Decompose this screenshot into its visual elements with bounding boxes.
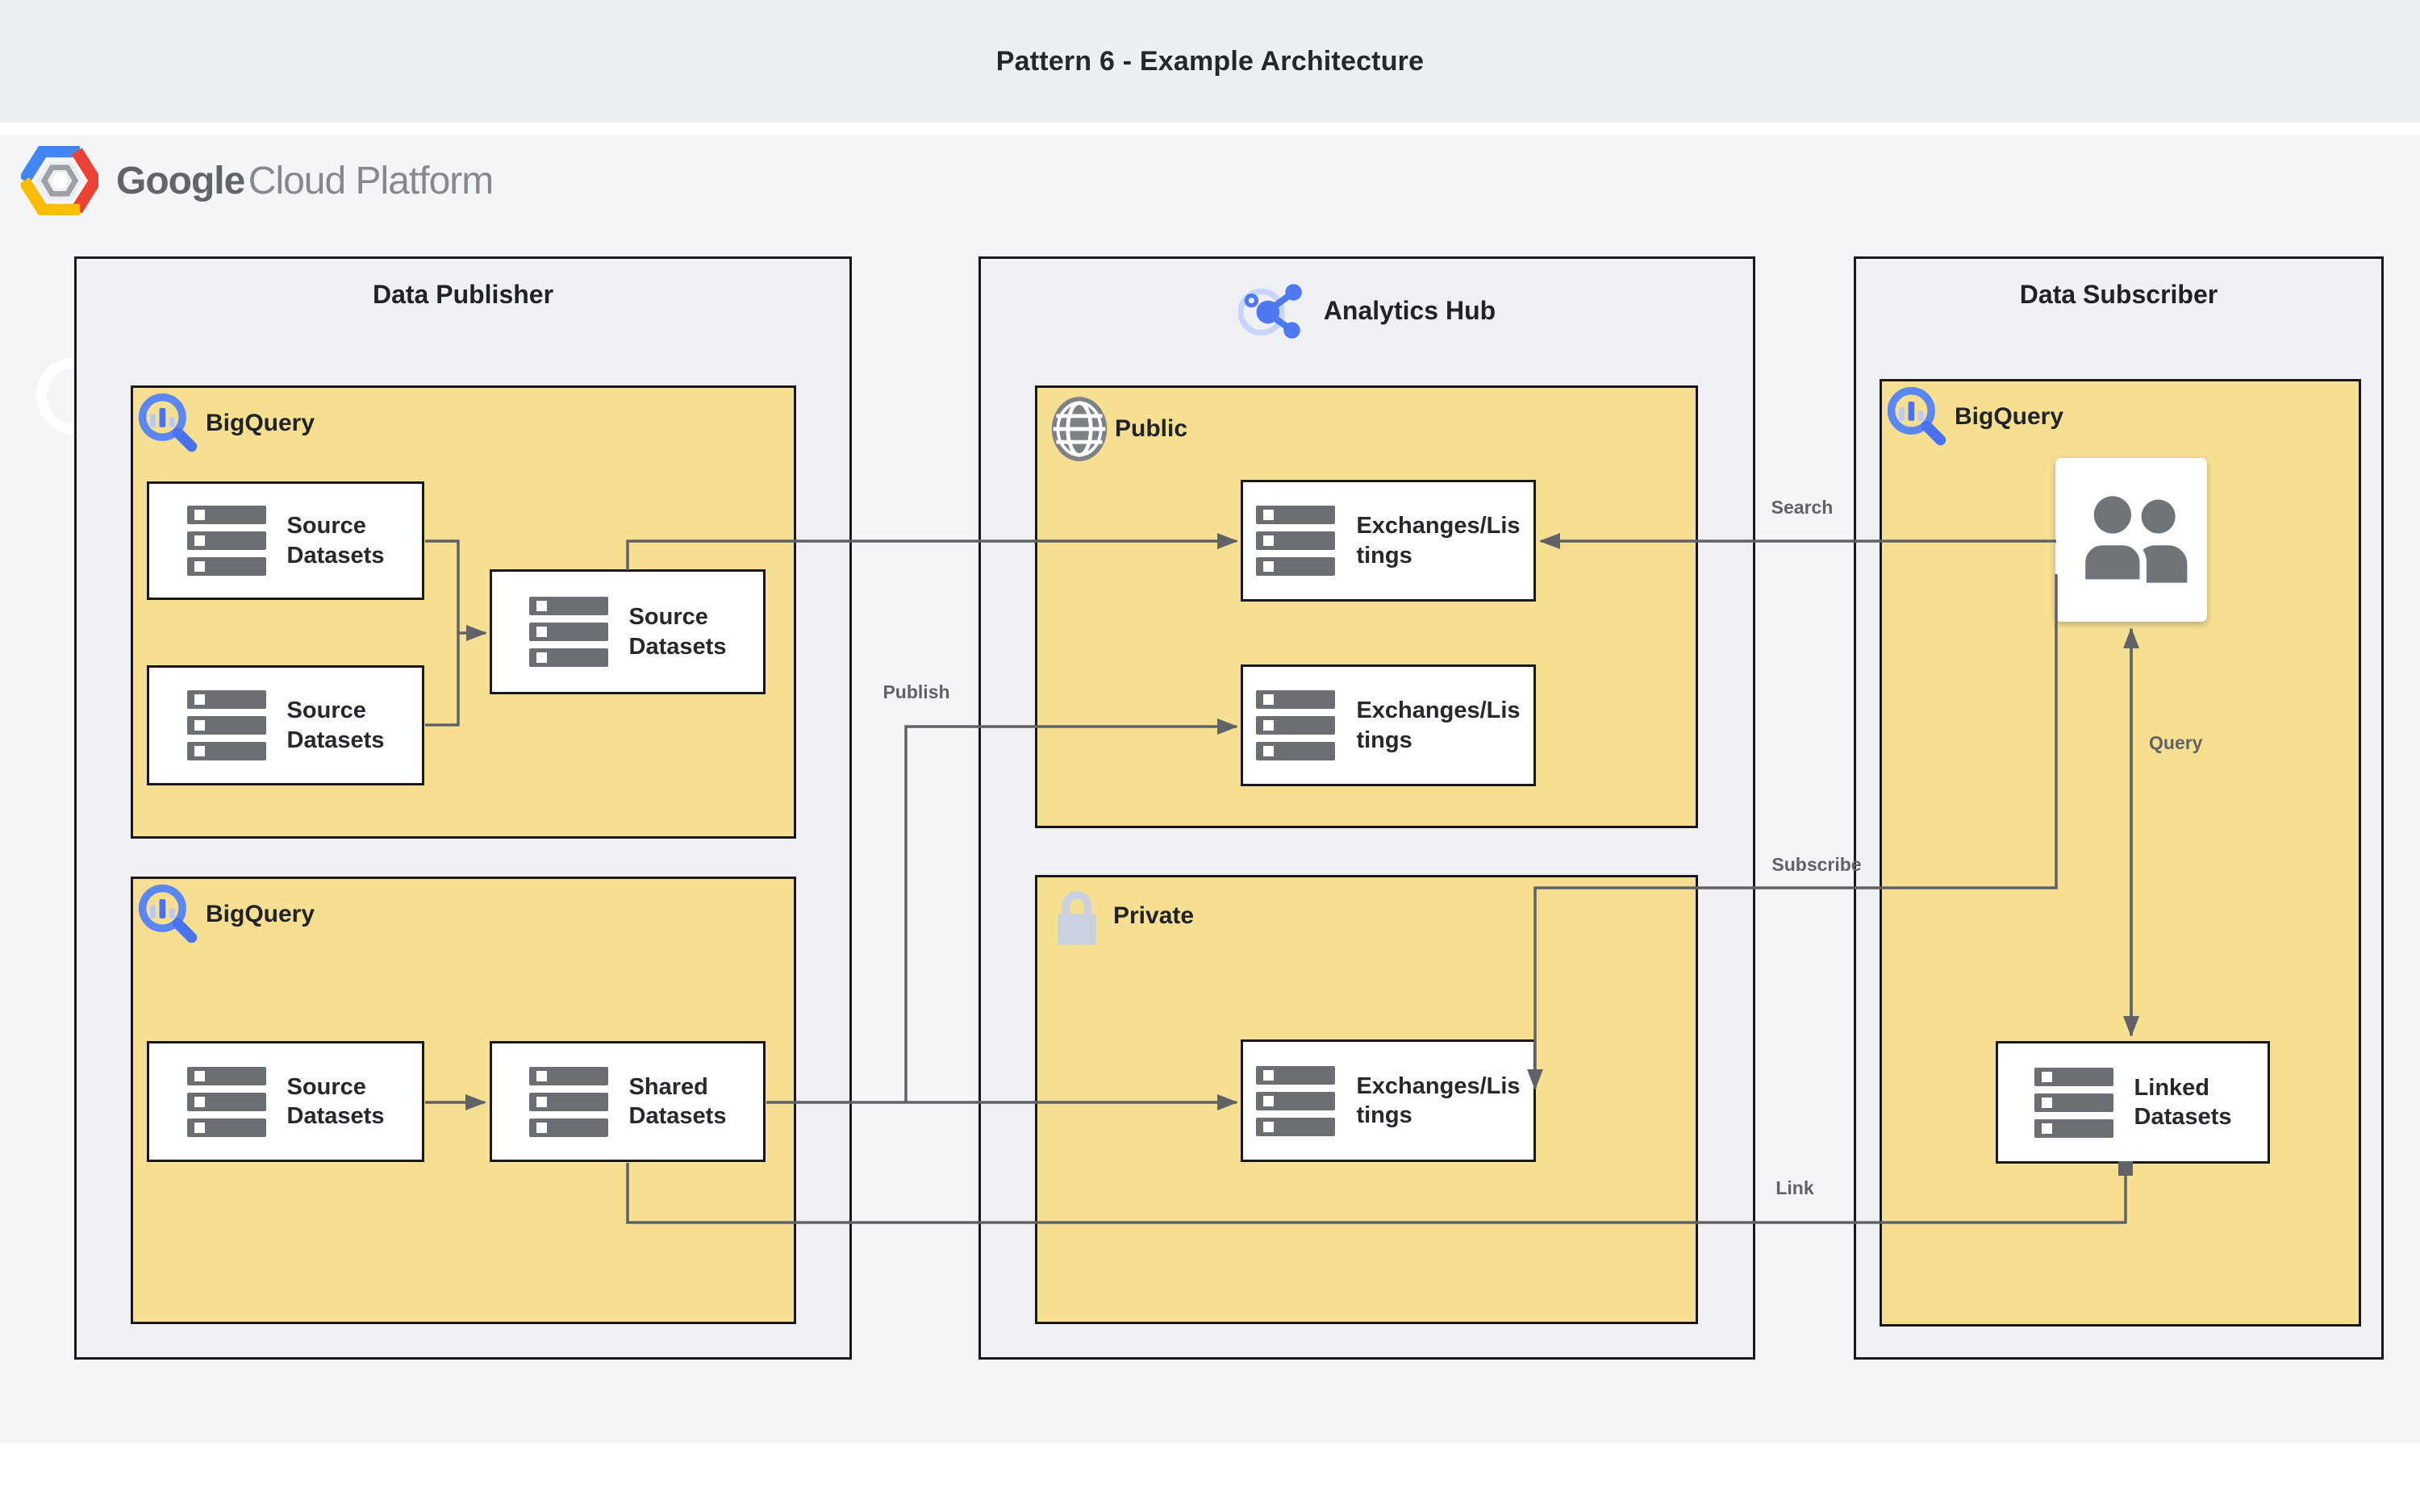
datasets-icon	[1256, 1065, 1336, 1136]
bigquery-label: BigQuery	[206, 901, 315, 927]
node-label: Source Datasets	[628, 604, 727, 660]
datasets-icon	[1256, 690, 1336, 760]
datasets-icon	[2034, 1067, 2113, 1138]
node-label: Exchanges/Lis tings	[1356, 513, 1521, 569]
node-exchanges-listings-private: Exchanges/Lis tings	[1241, 1039, 1536, 1162]
subscriber-users-card	[2055, 458, 2207, 622]
edge-label-search: Search	[1771, 497, 1834, 518]
node-source-datasets-a: Source Datasets	[147, 481, 424, 600]
datasets-icon	[528, 1066, 608, 1137]
gcp-logo-google-text: Google	[116, 159, 245, 202]
node-exchanges-listings-public-bottom: Exchanges/Lis tings	[1241, 664, 1536, 786]
node-label: Linked Datasets	[2134, 1074, 2232, 1130]
node-source-datasets-merged: Source Datasets	[490, 569, 766, 694]
edge-label-query: Query	[2149, 732, 2203, 753]
node-label: Exchanges/Lis tings	[1356, 698, 1521, 753]
title-banner: Pattern 6 - Example Architecture	[0, 0, 2420, 123]
datasets-icon	[1256, 506, 1336, 576]
bigquery-section-header: BigQuery	[136, 391, 315, 456]
node-source-datasets-b: Source Datasets	[147, 665, 424, 785]
node-exchanges-listings-public-top: Exchanges/Lis tings	[1241, 480, 1536, 602]
lock-icon	[1057, 891, 1097, 945]
edge-label-subscribe: Subscribe	[1771, 854, 1862, 875]
private-label: Private	[1113, 902, 1195, 929]
data-subscriber-title: Data Subscriber	[2019, 280, 2218, 309]
page-title: Pattern 6 - Example Architecture	[995, 46, 1425, 77]
bigquery-section-header: BigQuery	[136, 882, 315, 947]
analytics-hub-header: Analytics Hub	[981, 280, 1753, 341]
globe-icon	[1051, 397, 1108, 461]
bigquery-label: BigQuery	[1955, 403, 2064, 430]
bigquery-label: BigQuery	[206, 410, 315, 436]
gcp-logo-cloud-text: Cloud Platform	[248, 159, 494, 202]
node-label: Shared Datasets	[628, 1073, 727, 1129]
gcp-logo: Google Cloud Platform	[21, 144, 494, 218]
users-icon	[2078, 495, 2188, 586]
public-label: Public	[1115, 415, 1188, 442]
edge-label-link: Link	[1775, 1177, 1814, 1198]
node-label: Exchanges/Lis tings	[1356, 1073, 1521, 1128]
bigquery-icon	[136, 882, 201, 947]
datasets-icon	[186, 690, 266, 760]
gcp-hexagon-icon	[21, 146, 98, 215]
node-label: Source Datasets	[286, 698, 385, 753]
datasets-icon	[528, 597, 608, 667]
node-source-datasets-lower: Source Datasets	[147, 1041, 424, 1162]
analytics-hub-icon	[1237, 284, 1302, 339]
analytics-hub-title: Analytics Hub	[1323, 295, 1496, 325]
edge-label-publish: Publish	[882, 681, 950, 702]
bigquery-section-header: BigQuery	[1885, 385, 2063, 449]
datasets-icon	[186, 1066, 266, 1137]
bigquery-icon	[136, 391, 201, 456]
public-section-header: Public	[1049, 394, 1187, 464]
node-linked-datasets: Linked Datasets	[1996, 1041, 2270, 1164]
bigquery-icon	[1885, 385, 1950, 449]
node-label: Source Datasets	[286, 1073, 385, 1129]
node-shared-datasets: Shared Datasets	[490, 1041, 766, 1162]
datasets-icon	[186, 506, 266, 576]
data-publisher-title: Data Publisher	[372, 280, 554, 309]
private-section-header: Private	[1055, 885, 1194, 947]
node-label: Source Datasets	[286, 513, 385, 569]
